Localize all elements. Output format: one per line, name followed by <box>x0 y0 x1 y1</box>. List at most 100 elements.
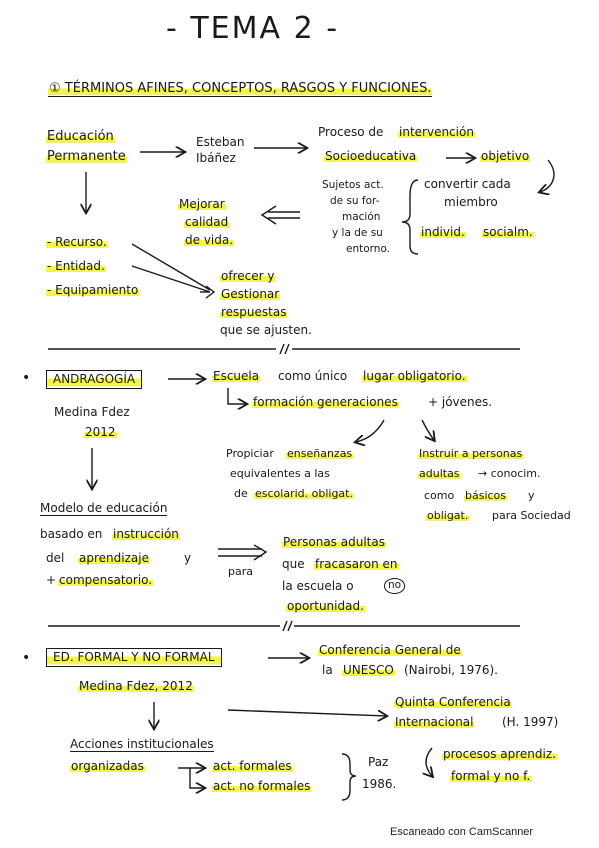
brace-convertir <box>401 179 419 255</box>
double-arrow-head <box>260 205 277 225</box>
act-formales-label: act. formales <box>212 759 293 774</box>
medina-label: Medina Fdez <box>54 405 130 419</box>
andragogia-box: ANDRAGOGÍA <box>46 370 143 390</box>
arrowhead-equip <box>205 285 216 299</box>
h1997-label: (H. 1997) <box>502 715 559 729</box>
year-label: 2012 <box>84 425 117 440</box>
unesco-label: UNESCO <box>342 663 395 678</box>
mejorar-label: Mejorar <box>178 197 226 212</box>
recurso-item: - Recurso. <box>46 235 108 249</box>
permanente-label: Permanente <box>46 149 127 165</box>
ajusten-label: que se ajusten. <box>220 323 312 337</box>
arrow-procesos <box>426 747 432 776</box>
escuela-label: Escuela <box>212 369 261 384</box>
de-label: de <box>234 487 248 500</box>
socialm-label: socialm. <box>482 225 534 240</box>
formacion-label: formación generaciones <box>252 395 399 410</box>
sujetos-1: Sujetos act. <box>322 179 384 191</box>
line-entidad <box>131 265 211 293</box>
y2-label: y <box>184 551 192 565</box>
respuestas-label: respuestas <box>220 305 288 320</box>
oportunidad-label: oportunidad. <box>286 599 365 614</box>
nairobi-label: (Nairobi, 1976). <box>404 663 498 677</box>
lugar-label: lugar obligatorio. <box>362 369 467 384</box>
para-sociedad-label: para Sociedad <box>492 509 571 522</box>
section-1-heading: ① TÉRMINOS AFINES, CONCEPTOS, RASGOS Y F… <box>48 81 433 98</box>
no-circle: no <box>384 578 406 594</box>
acciones-label: Acciones institucionales <box>70 737 214 753</box>
ibanez-label: Ibáñez <box>196 151 236 165</box>
edformal-box: ED. FORMAL Y NO FORMAL <box>46 648 222 668</box>
camscanner-footer: Escaneado con CamScanner <box>390 826 534 838</box>
instruir-label: Instruir a personas <box>418 447 524 461</box>
socioeducativa-label: Socioeducativa <box>324 149 418 164</box>
esteban-label: Esteban <box>196 135 245 149</box>
arrow-objetivo-convertir <box>540 159 555 192</box>
que-label: que <box>282 557 305 571</box>
act-noformales-label: act. no formales <box>212 779 312 794</box>
arrow-act-noformales <box>189 768 204 788</box>
y-label: y <box>528 489 535 502</box>
conferencia-label: Conferencia General de <box>318 643 462 658</box>
personas-adultas-label: Personas adultas <box>282 535 386 550</box>
la-label: la <box>322 663 333 677</box>
ofrecer-label: ofrecer y <box>220 269 276 284</box>
arrow-propiciar <box>356 419 385 442</box>
year1986-label: 1986. <box>362 777 397 791</box>
objetivo-label: objetivo <box>480 149 531 164</box>
double-arrow2-head <box>253 544 268 561</box>
adultas-label: adultas <box>418 467 461 481</box>
entidad-item: - Entidad. <box>46 259 106 274</box>
bullet-2: • <box>22 370 31 386</box>
calidad-label: calidad <box>184 215 230 230</box>
arrow-quinta <box>227 709 386 716</box>
organizadas-label: organizadas <box>70 759 145 774</box>
como-unico-label: como único <box>278 369 348 383</box>
instruccion-label: instrucción <box>112 527 180 542</box>
arrow-escuela-formacion <box>227 388 246 404</box>
bullet-3: • <box>22 650 31 666</box>
basado-label: basado en <box>40 527 103 541</box>
proceso-label: Proceso de <box>318 125 384 139</box>
quinta-label: Quinta Conferencia <box>394 695 512 710</box>
jovenes-label: + jóvenes. <box>428 395 493 409</box>
brace-paz <box>341 753 357 801</box>
individ-label: individ. <box>420 225 466 240</box>
sujetos-5: entorno. <box>346 243 391 255</box>
equipamiento-item: - Equipamiento <box>46 283 140 298</box>
internacional-label: Internacional <box>394 715 475 730</box>
convertir-label: convertir cada <box>424 177 511 191</box>
plus-label: + <box>46 573 57 587</box>
sujetos-3: mación <box>342 211 381 223</box>
line-recurso <box>131 243 211 291</box>
modelo-label: Modelo de educación <box>40 501 168 517</box>
medina2-label: Medina Fdez, 2012 <box>78 679 194 694</box>
escolarid-label: escolarid. obligat. <box>254 487 354 501</box>
gestionar-label: Gestionar <box>220 287 281 302</box>
intervencion-label: intervención <box>398 125 475 140</box>
aprendizaje-label: aprendizaje <box>78 551 150 566</box>
procesos-label: procesos aprendiz. <box>442 747 557 762</box>
para-label: para <box>228 565 253 578</box>
como-label: como <box>424 489 455 502</box>
obligat-label: obligat. <box>426 509 470 523</box>
compensatorio-label: compensatorio. <box>58 573 154 588</box>
edu-label: Educación <box>46 129 115 145</box>
conocim-label: → conocim. <box>478 467 541 480</box>
basicos-label: básicos <box>464 489 508 503</box>
sujetos-2: de su for- <box>330 195 380 207</box>
escuela-o-label: la escuela o <box>282 579 354 593</box>
miembro-label: miembro <box>444 195 498 209</box>
ensenanzas-label: enseñanzas <box>286 447 354 461</box>
fracasaron-label: fracasaron en <box>314 557 399 572</box>
equivalentes-label: equivalentes a las <box>230 467 330 480</box>
paz-label: Paz <box>368 755 389 769</box>
devida-label: de vida. <box>184 233 235 248</box>
page-title: - TEMA 2 - <box>166 11 340 46</box>
sujetos-4: y la de su <box>332 227 383 239</box>
propiciar-label: Propiciar <box>226 447 274 460</box>
del-label: del <box>46 551 65 565</box>
arrow-instruir <box>421 419 434 440</box>
formal-nof-label: formal y no f. <box>450 769 532 784</box>
